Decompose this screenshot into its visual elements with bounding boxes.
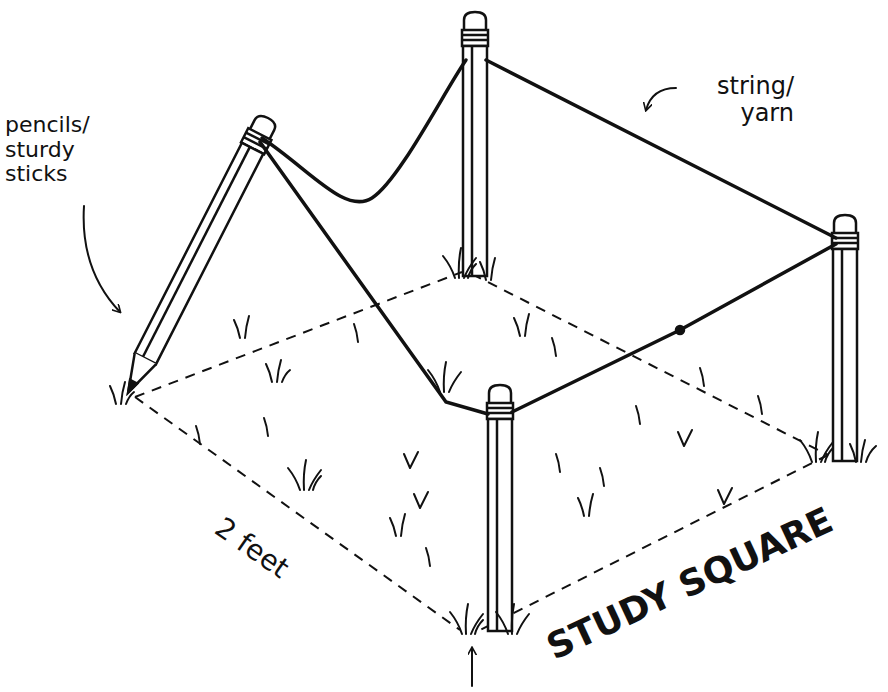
pencil-ferrule xyxy=(832,233,858,249)
grass-tuft xyxy=(404,452,418,468)
grass-tuft xyxy=(850,440,876,462)
pencil-body xyxy=(833,249,857,461)
pencil xyxy=(462,12,488,276)
grass-tuft xyxy=(718,488,732,504)
pencil-facet xyxy=(496,419,499,631)
grass-tuft xyxy=(354,324,358,342)
grass-tuft xyxy=(390,514,405,536)
grass-tuft xyxy=(636,406,640,424)
pencil-ferrule-ring xyxy=(487,408,513,413)
grass-tuft xyxy=(800,432,833,462)
pencil-body xyxy=(488,419,512,631)
grass-tuft xyxy=(514,314,529,336)
pencil xyxy=(487,385,513,631)
grass-tuft xyxy=(556,454,560,472)
grass-tuft xyxy=(450,604,483,634)
string-segment xyxy=(486,60,836,238)
title-label: STUDY SQUARE xyxy=(509,485,870,682)
pencil-body xyxy=(463,46,487,276)
grass-tuft xyxy=(600,468,604,486)
callout-label: string/ yarn xyxy=(682,73,794,127)
grass-tuft xyxy=(414,492,428,508)
pointer-arrow xyxy=(84,206,120,312)
pencil-lead xyxy=(125,380,138,394)
pointer-arrow xyxy=(646,88,676,110)
pencil-ferrule xyxy=(487,403,513,419)
pencil-ferrule-ring xyxy=(462,35,488,40)
pointer-arrow xyxy=(471,648,473,686)
grass-tuft xyxy=(678,430,692,446)
pencil-facet xyxy=(143,147,250,357)
pencil xyxy=(832,215,858,461)
grass-tuft xyxy=(266,360,290,382)
dimension-label: 2 feet xyxy=(190,498,314,598)
grass-tuft xyxy=(264,418,268,436)
grass-tuft xyxy=(700,368,704,386)
dashed-edge xyxy=(135,397,460,630)
grass xyxy=(110,248,876,634)
pencil-facet xyxy=(841,249,844,461)
pencil-ferrule xyxy=(462,30,488,46)
grass-tuft xyxy=(234,316,249,338)
pencil xyxy=(117,112,280,398)
pencil-body xyxy=(135,143,264,364)
grass-tuft xyxy=(552,338,556,356)
dashed-edge xyxy=(472,274,828,455)
pointer-arrows xyxy=(84,88,676,686)
grass-tuft xyxy=(578,494,593,516)
string-segment xyxy=(260,142,488,414)
string-segment xyxy=(262,60,466,202)
grass-tuft xyxy=(480,258,495,280)
grass-tuft xyxy=(428,362,461,392)
callout-label: pencils/ sturdy sticks xyxy=(5,113,111,187)
string xyxy=(260,60,836,414)
string-knot xyxy=(677,327,684,334)
grass-tuft xyxy=(426,548,430,566)
grass-tuft xyxy=(443,248,476,278)
string-segment xyxy=(512,244,836,412)
grass-tuft xyxy=(496,604,529,634)
grass-tuft xyxy=(110,382,134,404)
grass-tuft xyxy=(288,460,321,490)
grass-tuft xyxy=(758,396,762,414)
pencil-facet xyxy=(471,46,474,276)
grass-tuft xyxy=(196,426,200,444)
